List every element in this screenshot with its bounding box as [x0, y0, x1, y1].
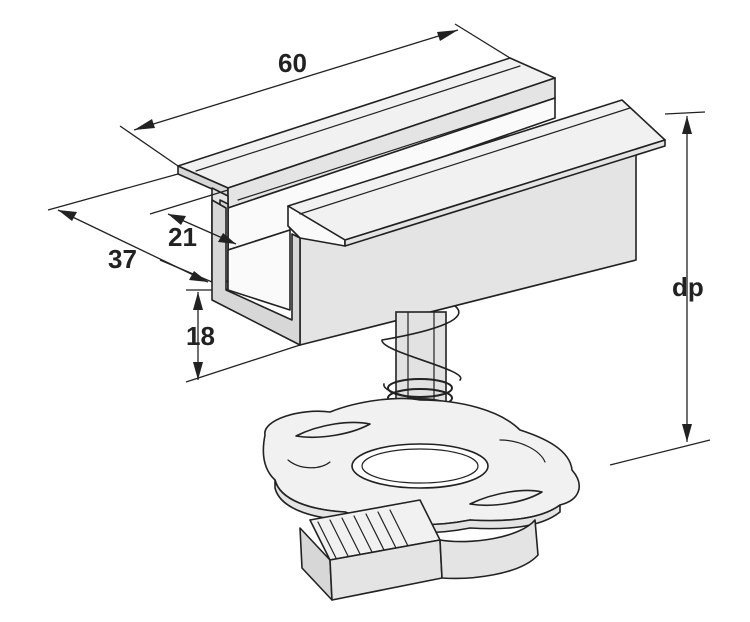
- dimension-depth-label: dp: [672, 272, 704, 302]
- dimension-width-label: 37: [108, 244, 137, 274]
- washer-hole: [351, 443, 489, 489]
- washer-grip-right: [469, 489, 543, 507]
- spring: [381, 305, 465, 451]
- u-channel-inner: [227, 229, 291, 311]
- washer-grip-left: [295, 421, 371, 439]
- dimension-width: 37: [47, 173, 213, 283]
- dimension-slot: 21: [149, 189, 237, 252]
- front-flange-chamfer: [287, 205, 346, 247]
- dimension-depth: dp: [609, 111, 711, 466]
- dimension-length-label: 60: [278, 48, 307, 78]
- profile-end-face: [211, 199, 301, 346]
- nut-ribs: [317, 509, 409, 559]
- dimension-slot-label: 21: [168, 222, 197, 252]
- dimension-length: 60: [119, 23, 511, 167]
- dimension-height: 18: [185, 289, 301, 383]
- dimension-height-label: 18: [186, 321, 215, 351]
- t-nut: [299, 499, 539, 601]
- front-flange-side: [344, 139, 666, 247]
- nut-body-right: [439, 519, 539, 580]
- clamp-profile: [177, 57, 666, 346]
